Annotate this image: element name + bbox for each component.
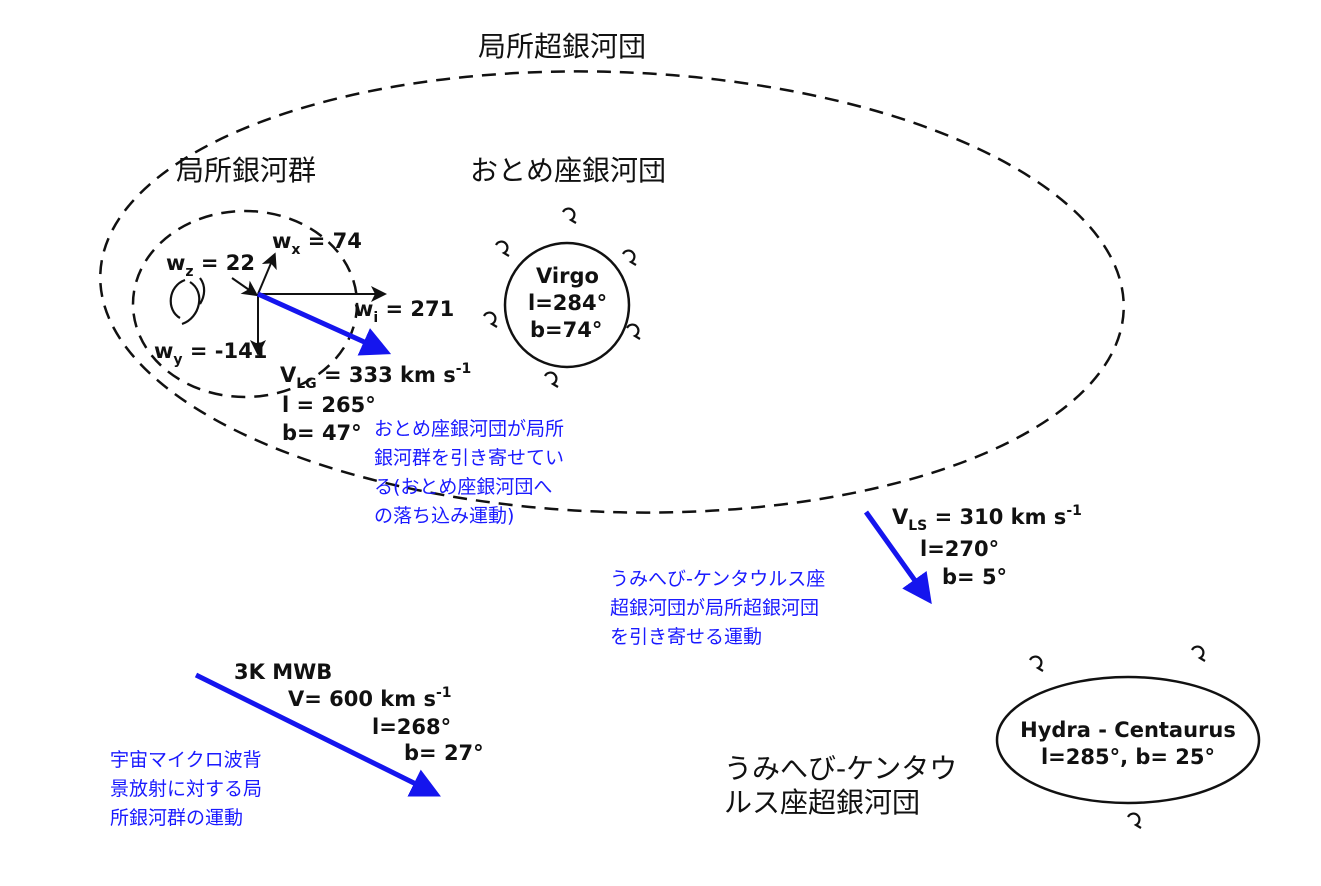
svg-text:を引き寄せる運動: を引き寄せる運動 [610,626,762,648]
hydra-centaurus-label-line2: ルス座超銀河団 [724,786,920,819]
local-supercluster-label: 局所超銀河団 [478,30,646,63]
virgo-name: Virgo [536,264,599,288]
virgo-cluster-label: おとめ座銀河団 [470,154,666,187]
local-supercluster-boundary [99,70,1125,514]
wi-label: wi = 271 [354,297,454,326]
vlg-label: VLG = 333 km s-1 [280,361,471,392]
cmb-arrow [194,672,441,797]
svg-text:銀河群を引き寄せてい: 銀河群を引き寄せてい [374,447,564,469]
vlg-l: l = 265° [282,393,376,417]
wx-label: wx = 74 [272,229,362,258]
local-group-label: 局所銀河群 [176,154,316,187]
wx-arrow [257,252,277,295]
virgo-cluster-circle [503,241,631,369]
svg-text:宇宙マイクロ波背: 宇宙マイクロ波背 [110,749,262,771]
vlg-arrow [256,291,392,356]
vls-label: VLS = 310 km s-1 [892,503,1082,534]
svg-text:る(おとめ座銀河団へ: る(おとめ座銀河団へ [374,476,552,498]
svg-text:の落ち込み運動): の落ち込み運動) [374,505,514,527]
wy-label: wy = -141 [154,339,267,368]
virgo-b: b=74° [530,318,602,342]
virgo-infall-annotation: おとめ座銀河団が局所 銀河群を引き寄せてい る(おとめ座銀河団へ の落ち込み運動… [374,418,564,527]
hydra-name: Hydra - Centaurus [1020,718,1236,742]
vlg-b: b= 47° [282,421,362,445]
wz-arrow [231,277,259,297]
galaxy-icon [169,277,206,326]
svg-text:超銀河団が局所超銀河団: 超銀河団が局所超銀河団 [610,597,819,619]
galaxy-icons-virgo [483,207,641,388]
hydra-centaurus-ellipse [995,675,1261,805]
vls-arrow [863,510,932,605]
svg-text:うみへび-ケンタウルス座: うみへび-ケンタウルス座 [610,568,825,590]
vls-l: l=270° [920,537,999,561]
cmb-motion-annotation: 宇宙マイクロ波背 景放射に対する局 所銀河群の運動 [110,749,262,829]
svg-text:景放射に対する局: 景放射に対する局 [110,778,262,800]
local-group-boundary [131,209,359,399]
hydra-pull-annotation: うみへび-ケンタウルス座 超銀河団が局所超銀河団 を引き寄せる運動 [610,568,825,648]
cmb-b: b= 27° [404,741,484,765]
virgo-l: l=284° [528,291,607,315]
hydra-coords: l=285°, b= 25° [1041,745,1215,769]
cmb-l: l=268° [372,715,451,739]
svg-text:所銀河群の運動: 所銀河群の運動 [110,807,243,829]
cmb-title: 3K MWB [234,660,332,684]
svg-text:おとめ座銀河団が局所: おとめ座銀河団が局所 [374,418,564,440]
galaxy-icons-hydra [1029,645,1206,829]
hydra-centaurus-label-line1: うみへび-ケンタウ [724,752,957,785]
vls-b: b= 5° [942,565,1007,589]
wz-label: wz = 22 [166,251,255,280]
cmb-v: V= 600 km s-1 [288,685,452,711]
